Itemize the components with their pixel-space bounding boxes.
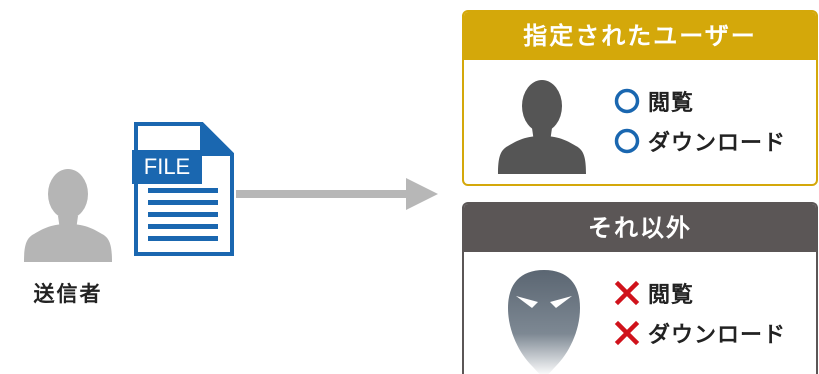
permission-label: 閲覧: [648, 283, 695, 308]
circle-icon: [614, 128, 640, 154]
permission-label: ダウンロード: [648, 323, 787, 348]
file-label: FILE: [143, 154, 191, 179]
others-panel: それ以外 閲覧 ダウンロード: [462, 202, 818, 374]
designated-users-panel: 指定されたユーザー 閲覧 ダウンロード: [462, 10, 818, 186]
cross-icon: [614, 320, 640, 346]
permission-row-download: ダウンロード: [614, 316, 786, 350]
file-document-icon: [134, 122, 234, 256]
arrow-right-icon: [236, 178, 438, 210]
permission-label: ダウンロード: [648, 131, 787, 156]
sender-label: 送信者: [33, 282, 103, 306]
permission-row-download: ダウンロード: [614, 124, 786, 158]
others-title: それ以外: [464, 204, 816, 252]
designated-users-title: 指定されたユーザー: [464, 12, 816, 60]
cross-icon: [614, 280, 640, 306]
designated-user-person-icon: [498, 80, 586, 174]
sender-person-icon: [24, 169, 112, 262]
permission-row-view: 閲覧: [614, 84, 694, 118]
permission-row-view: 閲覧: [614, 276, 694, 310]
circle-icon: [614, 88, 640, 114]
file-label-badge: [132, 150, 202, 184]
permission-label: 閲覧: [648, 91, 695, 116]
masked-villain-icon: [508, 270, 580, 374]
